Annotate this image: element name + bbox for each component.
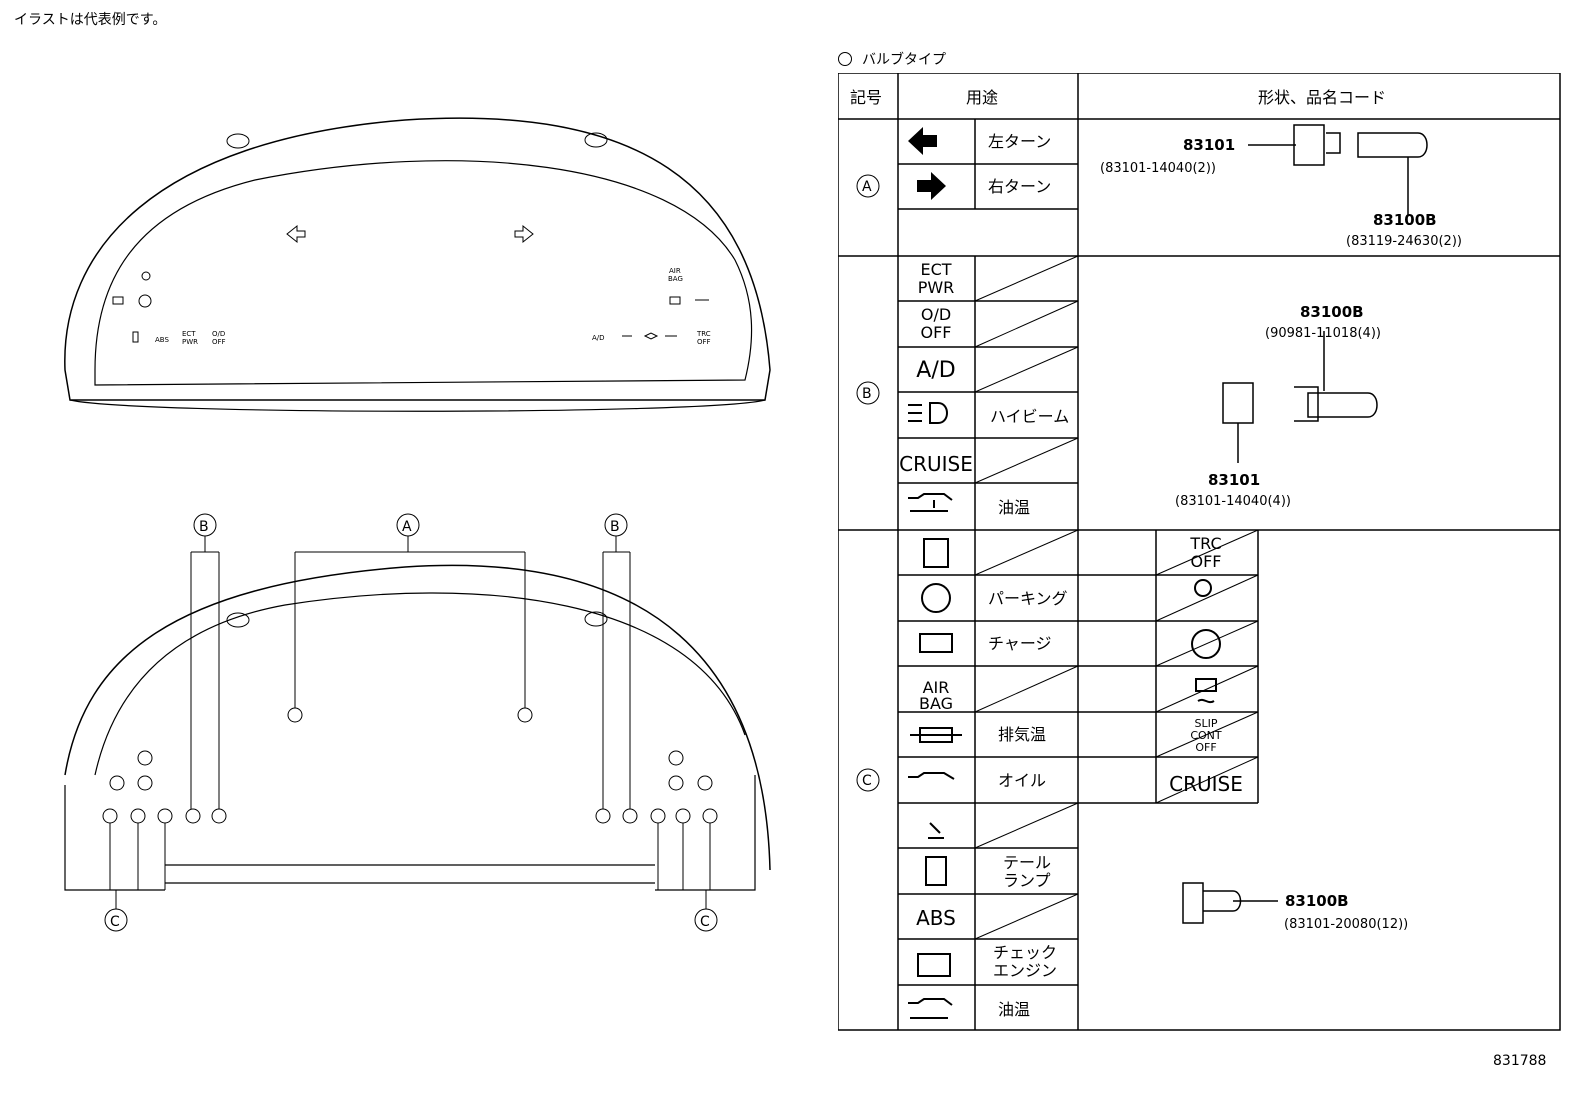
header-usage: 用途 [966,88,998,107]
mark-b: B [862,386,872,402]
svg-text:エンジン: エンジン [993,961,1057,980]
charge-icon [919,633,953,653]
parking-icon [921,583,951,613]
svg-text:(83119-24630(2)): (83119-24630(2)) [1346,234,1462,249]
callout-a: A [402,519,412,535]
svg-text:OFF: OFF [921,323,952,342]
svg-text:O/D: O/D [921,305,951,324]
label-airbag: AIR [669,267,681,275]
svg-text:(83101-14040(2)): (83101-14040(2)) [1100,161,1216,176]
row-high-beam: ハイビーム [990,407,1069,426]
cluster-bulb-location-view: A B B C C [64,513,771,932]
svg-text:CRUISE: CRUISE [1169,772,1243,796]
bulb-type-icon [838,52,852,66]
engine-icon [917,953,951,977]
diagram-code: 831788 [1493,1053,1547,1069]
part-b-socket: 83101 [1208,471,1260,489]
legend-label: バルブタイプ [862,52,946,68]
svg-text:ECT: ECT [920,260,951,279]
svg-text:OFF: OFF [1191,552,1222,571]
abs-circle-icon [1191,629,1221,659]
oil-temp-icon [908,493,953,512]
svg-text:PWR: PWR [918,278,955,297]
svg-text:A/D: A/D [916,358,955,383]
mount-hole-right [584,132,608,148]
callout-c-right: C [700,914,710,930]
label-trc: TRC [696,330,711,338]
row-parking: パーキング [988,589,1068,608]
svg-text:ランプ: ランプ [1003,871,1051,890]
label-od: O/D [212,330,225,338]
svg-text:AIR: AIR [923,678,950,697]
exhaust-icon [910,727,962,743]
header-part: 形状、品名コード [1258,88,1386,107]
mark-a: A [862,179,872,195]
label-abs: ABS [155,336,169,344]
svg-text:(83101-14040(4)): (83101-14040(4)) [1175,494,1291,509]
legend: バルブタイプ [838,49,946,69]
svg-text:ABS: ABS [916,906,956,930]
illustration-note: イラストは代表例です。 [14,12,167,28]
svg-text:SLIP: SLIP [1195,717,1218,730]
row-charge: チャージ [988,634,1052,653]
row-oil-temp-2: 油温 [998,1000,1030,1019]
slip-icon [1195,678,1217,704]
row-tail: テール [1003,853,1051,872]
svg-text:CRUISE: CRUISE [899,452,973,476]
oil-temp-icon-2 [908,998,953,1019]
svg-text:OFF: OFF [212,338,226,346]
row-check-engine: チェック [993,943,1057,962]
right-turn-icon [514,224,534,244]
part-b-bulb: 83100B [1300,303,1364,321]
left-turn-icon [908,127,937,155]
row-left-turn: 左ターン [988,132,1051,151]
label-ect: ECT [182,330,196,338]
svg-text:BAG: BAG [668,275,683,283]
part-a-bulb: 83100B [1373,211,1437,229]
high-beam-icon [908,402,948,424]
door-icon [923,538,949,568]
svg-text:OFF: OFF [1195,741,1216,754]
row-exhaust: 排気温 [998,725,1046,744]
part-a-socket: 83101 [1183,136,1235,154]
seatbelt-icon [928,822,944,839]
label-ad: A/D [592,334,605,342]
row-oil-temp: 油温 [998,498,1030,517]
svg-text:(83101-20080(12)): (83101-20080(12)) [1284,917,1408,932]
svg-text:OFF: OFF [697,338,711,346]
part-c-bulb: 83100B [1285,892,1349,910]
mark-c: C [862,773,872,789]
svg-text:TRC: TRC [1189,534,1221,553]
oil-icon [908,772,955,780]
airbag-person-icon [1194,579,1212,597]
callout-c-left: C [110,914,120,930]
svg-text:(90981-11018(4)): (90981-11018(4)) [1265,326,1381,341]
callout-b-right: B [610,519,620,535]
svg-text:CONT: CONT [1190,729,1222,742]
callout-b-left: B [199,519,209,535]
tail-icon [925,856,947,886]
right-turn-icon [917,172,946,200]
cluster-front-view: ABS ECT PWR O/D OFF A/D AIR BAG TRC OFF [64,117,771,412]
row-right-turn: 右ターン [988,177,1051,196]
left-turn-icon [286,224,306,244]
mount-hole-left [226,133,250,149]
header-mark: 記号 [850,88,882,107]
svg-text:BAG: BAG [919,694,953,713]
svg-text:PWR: PWR [182,338,198,346]
row-oil: オイル [998,771,1046,790]
